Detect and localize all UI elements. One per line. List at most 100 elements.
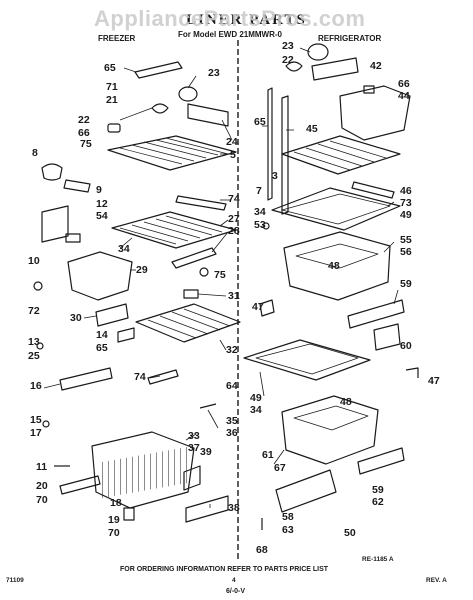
callout-label: 70 bbox=[36, 494, 48, 506]
callout-label: 36 bbox=[226, 427, 238, 439]
callout-label: 7 bbox=[256, 185, 262, 197]
watermark: AppliancePartsPros.com bbox=[94, 6, 366, 31]
callout-label: 55 bbox=[400, 234, 412, 246]
callout-label: 34 bbox=[254, 206, 266, 218]
callout-label: 14 bbox=[96, 329, 108, 341]
callout-label: 67 bbox=[274, 462, 286, 474]
fridge-lamp-socket bbox=[285, 61, 303, 72]
callout-label: 74 bbox=[228, 193, 240, 205]
freezer-clip bbox=[65, 233, 81, 243]
freezer-lower-wire-shelf bbox=[135, 303, 241, 343]
fridge-meat-pan bbox=[281, 395, 379, 465]
fridge-bracket-42 bbox=[311, 57, 359, 81]
freezer-lamp-bulb bbox=[178, 86, 198, 102]
freezer-handle-14 bbox=[117, 327, 135, 343]
freezer-lamp-socket bbox=[151, 103, 169, 114]
callout-label: 12 bbox=[96, 198, 108, 210]
callout-label: 28 bbox=[228, 225, 240, 237]
callout-label: 39 bbox=[200, 446, 212, 458]
freezer-bracket-31 bbox=[183, 289, 199, 299]
freezer-shelf-front-30 bbox=[95, 303, 129, 327]
fridge-bracket-47b bbox=[405, 367, 419, 378]
freezer-screw-35 bbox=[199, 403, 217, 409]
fridge-lamp-bulb bbox=[307, 43, 329, 61]
fridge-trim-62 bbox=[357, 447, 405, 475]
fridge-crisper-drawer bbox=[283, 231, 391, 301]
callout-label: 60 bbox=[400, 340, 412, 352]
fridge-side-rail-45 bbox=[281, 95, 289, 215]
callout-label: 49 bbox=[250, 392, 262, 404]
freezer-control-knob bbox=[41, 163, 63, 181]
fridge-glass-shelf bbox=[271, 187, 401, 231]
freezer-top-rail bbox=[134, 61, 183, 79]
reference-code: RE-1185 A bbox=[362, 556, 394, 563]
callout-label: 48 bbox=[328, 260, 340, 272]
callout-label: 63 bbox=[282, 524, 294, 536]
fridge-lower-glass-shelf bbox=[243, 339, 371, 381]
callout-label: 34 bbox=[118, 243, 130, 255]
callout-label: 22 bbox=[78, 114, 90, 126]
freezer-bar-74-lower bbox=[147, 369, 179, 385]
callout-label: 61 bbox=[262, 449, 274, 461]
freezer-plug bbox=[107, 123, 121, 133]
callout-label: 58 bbox=[282, 511, 294, 523]
callout-label: 16 bbox=[30, 380, 42, 392]
callout-label: 23 bbox=[282, 40, 294, 52]
callout-label: 75 bbox=[80, 138, 92, 150]
callout-label: 5 bbox=[230, 149, 236, 161]
fridge-bar-73 bbox=[351, 181, 395, 199]
callout-label: 10 bbox=[28, 255, 40, 267]
freezer-section-label: FREEZER bbox=[98, 34, 136, 43]
callout-label: 56 bbox=[400, 246, 412, 258]
freezer-clip-19 bbox=[123, 507, 135, 521]
callout-label: 13 bbox=[28, 336, 40, 348]
callout-label: 64 bbox=[226, 380, 238, 392]
freezer-rail-16 bbox=[59, 367, 113, 391]
callout-label: 49 bbox=[400, 209, 412, 221]
callout-label: 27 bbox=[228, 213, 240, 225]
callout-label: 18 bbox=[110, 497, 122, 509]
callout-label: 59 bbox=[372, 484, 384, 496]
freezer-screw-15 bbox=[42, 420, 50, 428]
callout-label: 44 bbox=[398, 90, 410, 102]
callout-label: 11 bbox=[36, 461, 48, 473]
freezer-screw-75 bbox=[199, 267, 209, 277]
callout-label: 59 bbox=[400, 278, 412, 290]
callout-label: 66 bbox=[398, 78, 410, 90]
fridge-trim-59 bbox=[347, 299, 405, 329]
callout-label: 30 bbox=[70, 312, 82, 324]
callout-label: 74 bbox=[134, 371, 146, 383]
fridge-dairy-bin bbox=[339, 85, 411, 141]
callout-label: 3 bbox=[272, 170, 278, 182]
callout-label: 38 bbox=[228, 502, 240, 514]
freezer-roller bbox=[63, 179, 91, 193]
callout-label: 31 bbox=[228, 290, 240, 302]
callout-label: 72 bbox=[28, 305, 40, 317]
callout-label: 32 bbox=[226, 344, 238, 356]
freezer-rail-20 bbox=[59, 475, 101, 495]
freezer-bar bbox=[175, 195, 227, 211]
callout-label: 68 bbox=[256, 544, 268, 556]
refrigerator-section-label: REFRIGERATOR bbox=[318, 34, 382, 43]
model-subtitle: For Model EWD 21MMWR-0 bbox=[178, 30, 282, 39]
revision-label: REV. A bbox=[426, 577, 447, 584]
callout-label: 23 bbox=[208, 67, 220, 79]
callout-label: 37 bbox=[188, 442, 200, 454]
fridge-side-rail-65 bbox=[267, 87, 273, 201]
callout-label: 25 bbox=[28, 350, 40, 362]
callout-label: 45 bbox=[306, 123, 318, 135]
callout-label: 29 bbox=[136, 264, 148, 276]
callout-label: 75 bbox=[214, 269, 226, 281]
callout-label: 66 bbox=[78, 127, 90, 139]
callout-label: 70 bbox=[108, 527, 120, 539]
freezer-bin bbox=[67, 251, 133, 301]
callout-label: 24 bbox=[226, 136, 238, 148]
callout-label: 8 bbox=[32, 147, 38, 159]
callout-label: 65 bbox=[96, 342, 108, 354]
bottom-mark: 6/-0-V bbox=[226, 588, 246, 595]
callout-label: 19 bbox=[108, 514, 120, 526]
callout-label: 35 bbox=[226, 415, 238, 427]
freezer-screw-13 bbox=[36, 342, 44, 350]
freezer-bracket bbox=[187, 103, 229, 127]
